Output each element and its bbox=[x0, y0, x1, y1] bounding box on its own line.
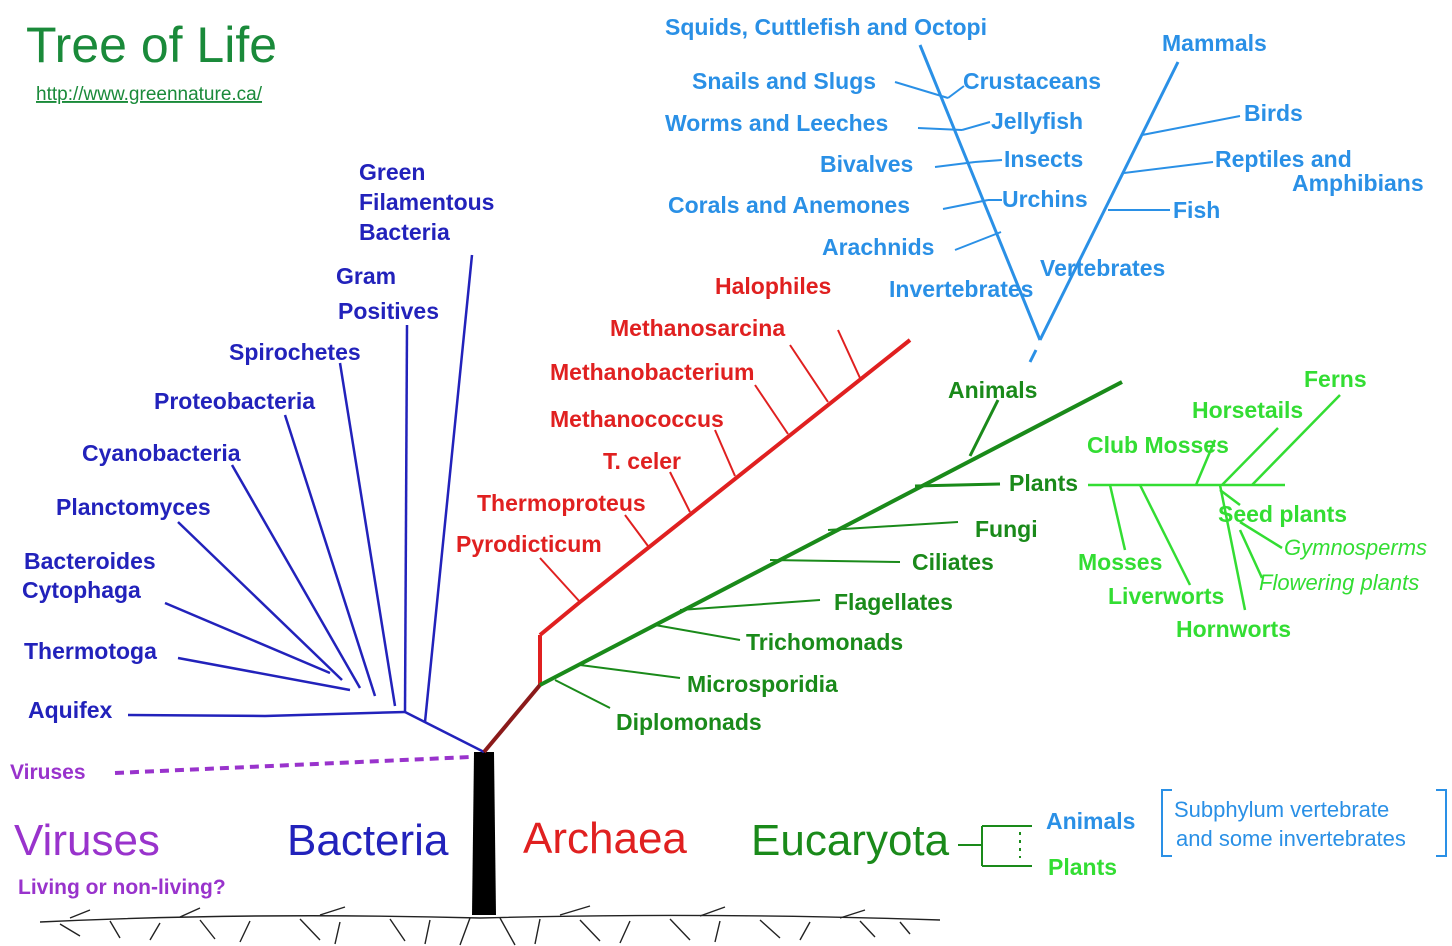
label-diplomonads: Diplomonads bbox=[616, 709, 762, 735]
label-hornworts: Hornworts bbox=[1176, 616, 1291, 642]
label-thermoproteus: Thermoproteus bbox=[477, 490, 646, 516]
label-t-celer: T. celer bbox=[603, 448, 681, 474]
label-liverworts: Liverworts bbox=[1108, 583, 1224, 609]
label-birds: Birds bbox=[1244, 100, 1303, 126]
domain-viruses: Viruses bbox=[14, 816, 160, 865]
label-club-mosses: Club Mosses bbox=[1087, 432, 1229, 458]
bacteria-labels: Green Filamentous Bacteria Gram Positive… bbox=[22, 159, 494, 723]
label-proteobacteria: Proteobacteria bbox=[154, 388, 315, 414]
label-squids: Squids, Cuttlefish and Octopi bbox=[665, 14, 987, 40]
label-gram-positives-1: Gram bbox=[336, 263, 396, 289]
page-title: Tree of Life bbox=[26, 17, 277, 73]
label-urchins: Urchins bbox=[1002, 186, 1088, 212]
label-green-filamentous-3: Bacteria bbox=[359, 219, 450, 245]
legend-plants: Plants bbox=[1048, 854, 1117, 880]
label-fish: Fish bbox=[1173, 197, 1220, 223]
label-methanococcus: Methanococcus bbox=[550, 406, 724, 432]
label-gymnosperms: Gymnosperms bbox=[1284, 535, 1427, 560]
source-url-link[interactable]: http://www.greennature.ca/ bbox=[36, 84, 263, 105]
label-thermotoga: Thermotoga bbox=[24, 638, 157, 664]
label-crustaceans: Crustaceans bbox=[963, 68, 1101, 94]
plant-labels: Ferns Horsetails Club Mosses Seed plants… bbox=[1078, 366, 1427, 642]
label-microsporidia: Microsporidia bbox=[687, 671, 838, 697]
legend-note-line-1: Subphylum vertebrate bbox=[1174, 797, 1389, 822]
label-flowering-plants: Flowering plants bbox=[1259, 570, 1419, 595]
label-invertebrates: Invertebrates bbox=[889, 276, 1033, 302]
legend-animals: Animals bbox=[1046, 808, 1135, 834]
label-snails: Snails and Slugs bbox=[692, 68, 876, 94]
label-ferns: Ferns bbox=[1304, 366, 1367, 392]
label-reptiles-2: Amphibians bbox=[1292, 170, 1424, 196]
label-green-filamentous-2: Filamentous bbox=[359, 189, 494, 215]
label-mammals: Mammals bbox=[1162, 30, 1267, 56]
label-fungi: Fungi bbox=[975, 516, 1038, 542]
viruses-dashed-branch bbox=[115, 757, 470, 773]
label-bacteroides-1: Bacteroides bbox=[24, 548, 156, 574]
label-jellyfish: Jellyfish bbox=[991, 108, 1083, 134]
animal-labels: Squids, Cuttlefish and Octopi Snails and… bbox=[665, 14, 1424, 302]
label-trichomonads: Trichomonads bbox=[746, 629, 903, 655]
label-cyanobacteria: Cyanobacteria bbox=[82, 440, 241, 466]
label-reptiles-1: Reptiles and bbox=[1215, 146, 1352, 172]
domain-eucaryota: Eucaryota bbox=[751, 816, 950, 865]
label-bacteroides-2: Cytophaga bbox=[22, 577, 141, 603]
trunk bbox=[472, 752, 496, 915]
label-spirochetes: Spirochetes bbox=[229, 339, 361, 365]
domain-archaea: Archaea bbox=[523, 814, 687, 863]
label-bivalves: Bivalves bbox=[820, 151, 913, 177]
label-animals: Animals bbox=[948, 377, 1037, 403]
archaea-stem bbox=[484, 685, 540, 752]
label-methanobacterium: Methanobacterium bbox=[550, 359, 754, 385]
label-corals: Corals and Anemones bbox=[668, 192, 910, 218]
label-gram-positives-2: Positives bbox=[338, 298, 439, 324]
label-worms: Worms and Leeches bbox=[665, 110, 888, 136]
label-seed-plants: Seed plants bbox=[1218, 501, 1347, 527]
label-green-filamentous-1: Green bbox=[359, 159, 425, 185]
label-planctomyces: Planctomyces bbox=[56, 494, 211, 520]
label-methanosarcina: Methanosarcina bbox=[610, 315, 785, 341]
label-aquifex: Aquifex bbox=[28, 697, 113, 723]
domain-bacteria: Bacteria bbox=[287, 816, 449, 865]
legend: Animals Plants Subphylum vertebrate and … bbox=[958, 790, 1446, 880]
label-plants: Plants bbox=[1009, 470, 1078, 496]
label-horsetails: Horsetails bbox=[1192, 397, 1303, 423]
label-mosses: Mosses bbox=[1078, 549, 1162, 575]
label-vertebrates: Vertebrates bbox=[1040, 255, 1165, 281]
legend-note-line-2: and some invertebrates bbox=[1176, 826, 1406, 851]
label-viruses-branch: Viruses bbox=[10, 761, 86, 784]
label-pyrodicticum: Pyrodicticum bbox=[456, 531, 602, 557]
label-ciliates: Ciliates bbox=[912, 549, 994, 575]
label-halophiles: Halophiles bbox=[715, 273, 831, 299]
domain-viruses-question: Living or non-living? bbox=[18, 876, 226, 899]
label-insects: Insects bbox=[1004, 146, 1083, 172]
label-flagellates: Flagellates bbox=[834, 589, 953, 615]
label-arachnids: Arachnids bbox=[822, 234, 934, 260]
